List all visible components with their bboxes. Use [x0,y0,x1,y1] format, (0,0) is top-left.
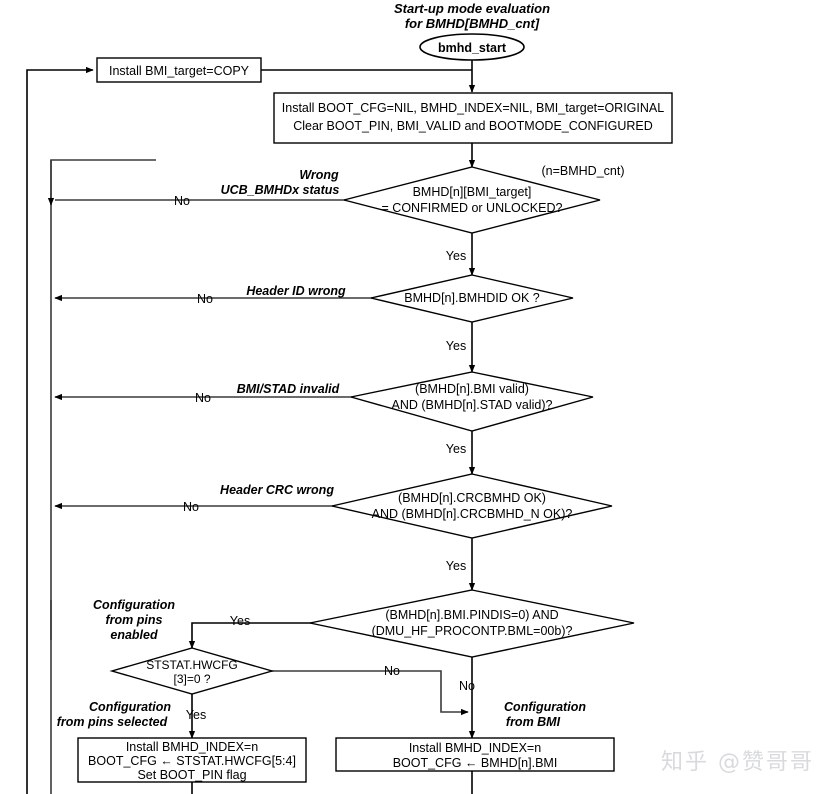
note-n-equals-bmhd-cnt: (n=BMHD_cnt) [541,164,624,178]
annotation-wrong-ucb-line2: UCB_BMHDx status [221,183,340,197]
edge-label-d2-no: No [197,292,213,306]
edge-label-d1-yes: Yes [446,249,466,263]
annotation-header-crc-wrong: Header CRC wrong [220,483,334,497]
edge-label-d5-yes: Yes [230,614,250,628]
box-install-nil-line1: Install BOOT_CFG=NIL, BMHD_INDEX=NIL, BM… [282,101,664,115]
decision-ucb-bmhdx-status-line2: = CONFIRMED or UNLOCKED? [382,201,563,215]
annotation-header-id-wrong: Header ID wrong [246,284,346,298]
decision-ststat-hwcfg-line2: [3]=0 ? [173,672,210,686]
annotation-config-pins-enabled-line3: enabled [110,628,158,642]
box-install-bmi-target-copy [96,57,262,83]
annotation-bmi-stad-invalid: BMI/STAD invalid [237,382,340,396]
start-terminator [419,33,525,61]
diagram-title-line1: Start-up mode evaluation [394,1,550,16]
box-config-from-pins-line1: Install BMHD_INDEX=n [126,740,258,754]
edge-label-d5-no: No [459,679,475,693]
decision-ststat-hwcfg-line1: STSTAT.HWCFG [146,658,238,672]
box-config-from-pins-line2: BOOT_CFG ← STSTAT.HWCFG[5:4] [88,754,296,768]
edge-label-d4-yes: Yes [446,559,466,573]
annotation-config-pins-enabled-line2: from pins [106,613,163,627]
edge-label-d1-no: No [174,194,190,208]
decision-pindis-bml [309,589,635,658]
edge-label-d3-no: No [195,391,211,405]
box-install-bmi-target-copy-label: Install BMI_target=COPY [109,64,250,78]
decision-bmi-stad-line1: (BMHD[n].BMI valid) [415,382,529,396]
box-config-from-pins [77,737,307,783]
decision-header-id [370,274,574,323]
decision-bmi-stad-valid [350,371,594,432]
box-config-from-bmi-line1: Install BMHD_INDEX=n [409,741,541,755]
edge-outer-return [26,66,94,794]
edge-label-d3-yes: Yes [446,442,466,456]
edge-label-d4-no: No [183,500,199,514]
box-install-nil [273,92,673,144]
annotation-config-pins-enabled-line1: Configuration [93,598,175,612]
decision-bmi-stad-line2: AND (BMHD[n].STAD valid)? [392,398,553,412]
annotation-wrong-ucb-line1: Wrong [299,168,339,182]
annotation-config-from-bmi-line1: Configuration [504,700,586,714]
watermark: 知乎 @赞哥哥 [661,750,814,775]
decision-header-crc-line2: AND (BMHD[n].CRCBMHD_N OK)? [372,507,573,521]
decision-header-crc-line1: (BMHD[n].CRCBMHD OK) [398,491,546,505]
edge-label-d6-yes: Yes [186,708,206,722]
decision-pindis-bml-line1: (BMHD[n].BMI.PINDIS=0) AND [385,608,558,622]
edge-inner-rail [50,159,156,640]
decision-header-id-line1: BMHD[n].BMHDID OK ? [404,291,539,305]
annotation-config-from-bmi-line2: from BMI [506,715,561,729]
edge-label-d2-yes: Yes [446,339,466,353]
edge-d6-no [252,670,469,716]
annotation-config-pins-selected-line1: Configuration [89,700,171,714]
edge-d5-yes [188,622,313,649]
box-config-from-pins-line3: Set BOOT_PIN flag [137,768,246,782]
edge-label-d6-no: No [384,664,400,678]
decision-pindis-bml-line2: (DMU_HF_PROCONTP.BML=00b)? [372,624,573,638]
annotation-config-pins-selected-line2: from pins selected [57,715,168,729]
diagram-title-line2: for BMHD[BMHD_cnt] [405,16,540,31]
decision-ucb-bmhdx-status-line1: BMHD[n][BMI_target] [413,185,532,199]
box-install-nil-line2: Clear BOOT_PIN, BMI_VALID and BOOTMODE_C… [293,119,653,133]
decision-ststat-hwcfg [109,647,275,695]
start-terminator-label: bmhd_start [438,41,507,55]
box-config-from-bmi [335,737,615,772]
box-config-from-bmi-line2: BOOT_CFG ← BMHD[n].BMI [393,756,558,770]
decision-header-crc [331,473,613,539]
decision-ucb-bmhdx-status [343,166,601,234]
